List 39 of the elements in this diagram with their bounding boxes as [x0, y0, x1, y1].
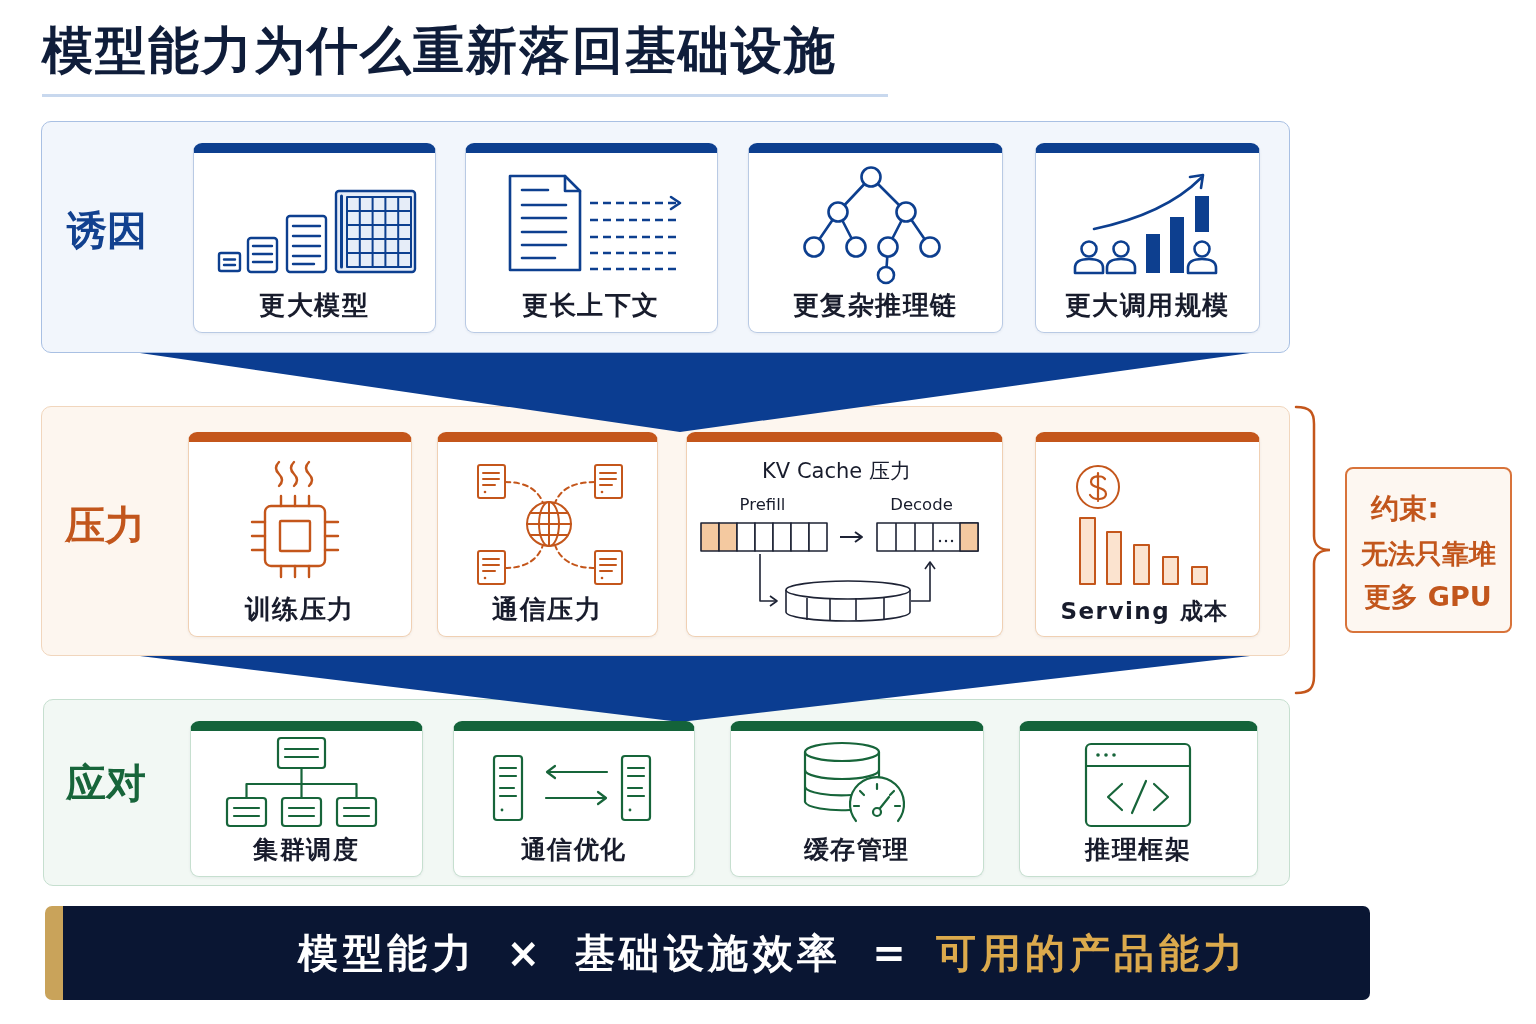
note-text: 无法只靠堆更多 GPU [1359, 537, 1497, 614]
card-label: 通信优化 [520, 835, 627, 864]
stage-panel [41, 121, 1290, 353]
diagram-label: Decode [890, 495, 953, 514]
formula-banner [45, 906, 1370, 1000]
note-box [1345, 467, 1512, 633]
category-card [464, 142, 718, 333]
card-label: KV Cache 压力 [762, 458, 911, 483]
card-label: 缓存管理 [803, 835, 910, 864]
stage-label: 诱因 [66, 206, 147, 253]
category-card [452, 720, 695, 877]
card-label: 更复杂推理链 [792, 290, 958, 321]
card-label: 训练压力 [244, 594, 355, 625]
note-heading: 约束: [1371, 492, 1439, 526]
category-card [436, 431, 658, 637]
category-card [747, 142, 1003, 333]
diagram-label: Prefill [739, 495, 786, 514]
category-card [192, 142, 436, 333]
card-label: 更大模型 [259, 290, 369, 321]
formula-text: 模型能力 × 基础设施效率 = [298, 930, 911, 976]
category-card [1034, 142, 1260, 333]
category-card [729, 720, 984, 877]
category-card [1018, 720, 1258, 877]
category-card [189, 720, 423, 877]
card-label: 更大调用规模 [1064, 290, 1230, 321]
stage-panel [43, 699, 1290, 886]
result-text: 可用的产品能力 [936, 930, 1248, 976]
stage-panel [41, 406, 1290, 656]
category-card [685, 431, 1003, 637]
category-card [187, 431, 412, 637]
card-label: Serving 成本 [1060, 597, 1229, 624]
card-label: 通信压力 [492, 594, 602, 625]
card-label: 集群调度 [253, 835, 359, 864]
stage-label: 应对 [65, 759, 146, 806]
stage-label: 压力 [64, 501, 145, 548]
card-label: 推理框架 [1085, 835, 1191, 864]
category-card [1034, 431, 1260, 637]
page-title: 模型能力为什么重新落回基础设施 [42, 22, 837, 81]
card-label: 更长上下文 [522, 290, 660, 321]
